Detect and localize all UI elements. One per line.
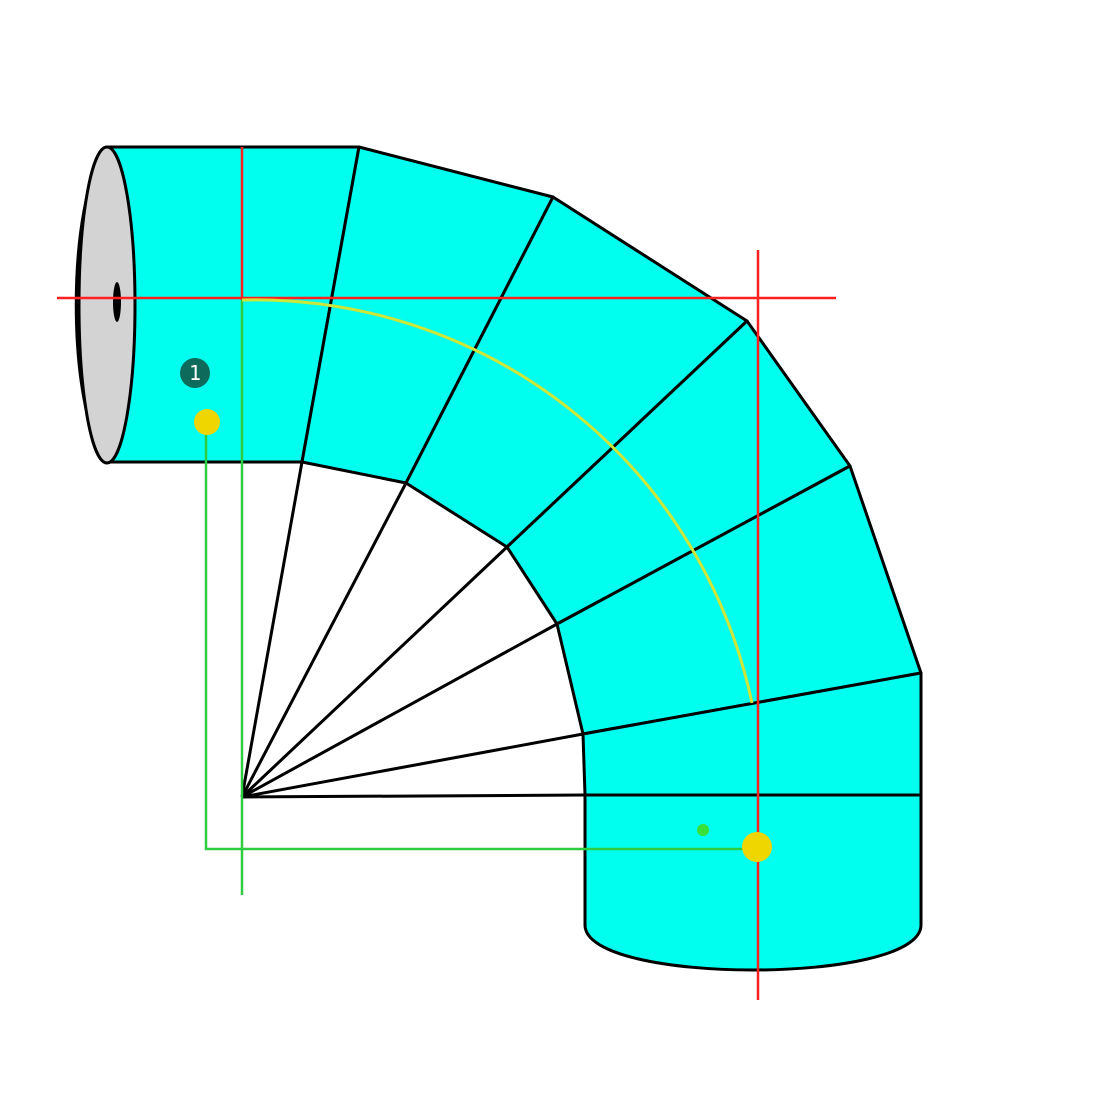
- guide-lines: [57, 147, 836, 1000]
- radial-line-3: [240, 545, 509, 799]
- radial-line-1: [240, 461, 304, 798]
- radial-line-5: [241, 732, 584, 799]
- inlet-end-face-cap: [77, 145, 137, 465]
- inlet-center-hole: [113, 282, 121, 322]
- radial-line-6: [241, 793, 586, 799]
- radial-lines: [240, 461, 586, 799]
- bend-centerline-arc: [241, 298, 754, 704]
- radial-line-4: [241, 622, 558, 799]
- outlet-straight-section: [583, 793, 923, 972]
- start-handle[interactable]: [194, 409, 220, 435]
- marker-badge[interactable]: 1: [180, 358, 210, 388]
- radial-line-2: [240, 482, 408, 798]
- connector-path: [204, 422, 758, 851]
- marker-circle: [180, 358, 210, 388]
- connector-lines: [204, 300, 758, 895]
- end-handle[interactable]: [742, 832, 772, 862]
- small-control-dot[interactable]: [697, 824, 709, 836]
- marker-label: 1: [189, 361, 201, 385]
